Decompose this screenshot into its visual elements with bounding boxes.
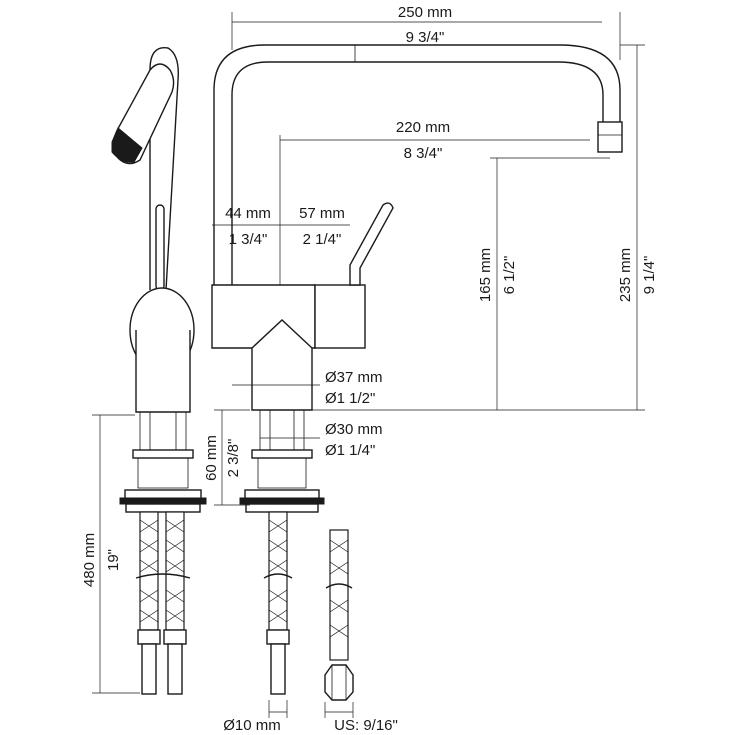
label-dia37-metric: Ø37 mm: [325, 369, 383, 386]
label-250-imperial: 9 3/4": [406, 29, 445, 46]
supply-hoses: [135, 511, 191, 695]
dimension-lines: [92, 12, 645, 718]
label-235-metric: 235 mm: [617, 248, 634, 302]
label-57-metric: 57 mm: [299, 205, 345, 222]
label-hose-diameter: Ø10 mm: [223, 717, 281, 734]
label-44-imperial: 1 3/4": [229, 231, 268, 248]
label-480-imperial: 19": [105, 549, 122, 571]
label-dia37-imperial: Ø1 1/2": [325, 390, 375, 407]
label-44-metric: 44 mm: [225, 205, 271, 222]
side-view: [111, 46, 207, 695]
label-60-imperial: 2 3/8": [225, 439, 242, 478]
label-220-imperial: 8 3/4": [404, 145, 443, 162]
label-60-metric: 60 mm: [203, 435, 220, 481]
label-165-imperial: 6 1/2": [501, 256, 518, 295]
detached-hose: [324, 529, 354, 701]
label-235-imperial: 9 1/4": [641, 256, 658, 295]
label-220-metric: 220 mm: [396, 119, 450, 136]
label-connector: US: 9/16": [334, 717, 398, 734]
label-57-imperial: 2 1/4": [303, 231, 342, 248]
label-dia30-imperial: Ø1 1/4": [325, 442, 375, 459]
label-250-metric: 250 mm: [398, 4, 452, 21]
label-dia30-metric: Ø30 mm: [325, 421, 383, 438]
label-480-metric: 480 mm: [81, 533, 98, 587]
front-view: [211, 44, 623, 695]
dimension-labels: 250 mm 9 3/4" 220 mm 8 3/4" 44 mm 1 3/4"…: [81, 4, 658, 734]
label-165-metric: 165 mm: [477, 248, 494, 302]
